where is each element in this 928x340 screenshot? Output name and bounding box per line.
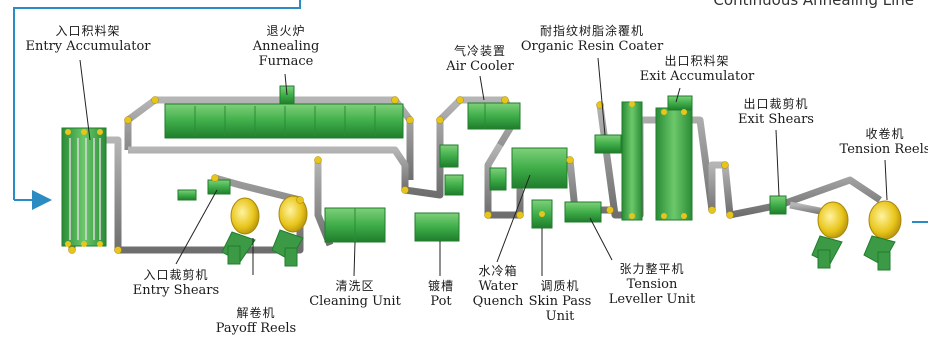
label-skin-pass: 调质机 Skin Pass Unit <box>529 279 592 324</box>
label-water-quench: 水冷箱 Water Quench <box>473 264 524 309</box>
entry-accumulator <box>61 127 107 247</box>
tension-reel-1 <box>811 201 849 269</box>
label-tension-leveller: 张力整平机 Tension Leveller Unit <box>609 262 695 307</box>
label-en: Leveller Unit <box>608 292 696 307</box>
exit-shears-box <box>769 195 787 215</box>
label-pot: 镀槽 Pot <box>428 279 454 309</box>
label-cn: 收卷机 <box>865 127 905 141</box>
label-en: Quench <box>472 294 524 309</box>
label-cn: 水冷箱 <box>478 264 518 278</box>
tension-leveller-box <box>564 201 602 223</box>
organic-resin-coater-box <box>594 134 622 154</box>
label-organic-resin-coater: 耐指纹树脂涂覆机 Organic Resin Coater <box>521 24 663 54</box>
exit-accumulator-box <box>621 95 693 221</box>
label-en: Skin Pass <box>528 294 592 309</box>
label-air-cooler: 气冷装置 Air Cooler <box>446 44 514 74</box>
diagram-title: Continuous Annealing Line <box>713 0 914 9</box>
label-cn: 退火炉 <box>266 24 306 38</box>
label-cn: 调质机 <box>540 279 580 293</box>
label-en: Payoff Reels <box>215 321 297 336</box>
label-entry-shears: 入口裁剪机 Entry Shears <box>133 268 219 298</box>
annealing-furnace <box>164 85 404 139</box>
label-en: Organic Resin Coater <box>520 39 664 54</box>
payoff-reel-2 <box>271 195 308 267</box>
label-cn: 气冷装置 <box>453 44 506 58</box>
label-en: Annealing <box>252 39 320 54</box>
label-en: Air Cooler <box>446 59 514 74</box>
label-en: Unit <box>545 309 575 324</box>
label-en: Pot <box>430 294 452 309</box>
label-en: Exit Shears <box>738 112 814 127</box>
leader-lines <box>79 57 888 277</box>
tension-reel-2 <box>863 200 902 271</box>
label-exit-accumulator: 出口积料架 Exit Accumulator <box>640 54 755 84</box>
label-en: Exit Accumulator <box>639 69 755 84</box>
label-en: Furnace <box>258 54 314 69</box>
label-en: Tension Reels <box>839 142 928 157</box>
label-cn: 出口积料架 <box>664 54 730 68</box>
label-annealing-furnace: 退火炉 Annealing Furnace <box>253 24 320 69</box>
label-tension-reels: 收卷机 Tension Reels <box>840 127 928 157</box>
label-cn: 入口裁剪机 <box>143 268 209 282</box>
label-en: Entry Shears <box>132 283 220 298</box>
air-cooler-box <box>467 102 521 130</box>
label-cn: 清洗区 <box>335 279 375 293</box>
label-cn: 耐指纹树脂涂覆机 <box>539 24 645 38</box>
label-cn: 张力整平机 <box>619 262 685 276</box>
cleaning-unit-box <box>324 207 386 243</box>
label-cn: 镀槽 <box>427 279 455 293</box>
pot-box <box>414 144 464 242</box>
label-entry-accumulator: 入口积料架 Entry Accumulator <box>26 24 151 54</box>
label-en: Entry Accumulator <box>25 39 151 54</box>
payoff-reel-1 <box>221 197 260 265</box>
flow-frame <box>13 0 928 223</box>
label-en: Tension <box>626 277 678 292</box>
label-en: Water <box>478 279 518 294</box>
label-cn: 入口积料架 <box>55 24 121 38</box>
label-payoff-reels: 解卷机 Payoff Reels <box>216 306 296 336</box>
label-cn: 出口裁剪机 <box>743 97 809 111</box>
label-cn: 解卷机 <box>236 306 276 320</box>
label-cleaning-unit: 清洗区 Cleaning Unit <box>309 279 401 309</box>
skin-pass-box <box>531 199 553 229</box>
entry-shears-box <box>177 179 231 201</box>
label-exit-shears: 出口裁剪机 Exit Shears <box>738 97 814 127</box>
label-en: Cleaning Unit <box>309 294 401 309</box>
rollers <box>68 96 734 254</box>
water-quench-box <box>489 147 568 191</box>
